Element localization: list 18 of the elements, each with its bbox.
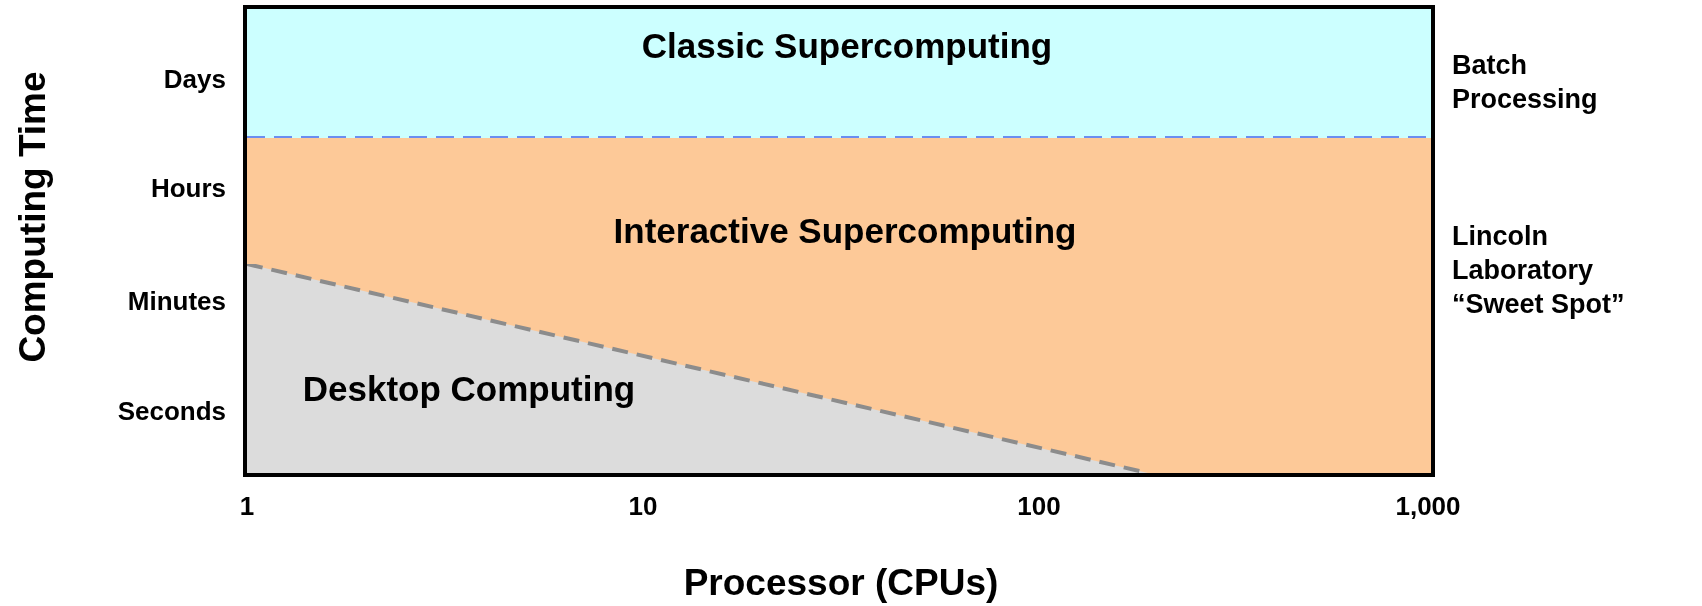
- side-note: Batch Processing: [1452, 49, 1599, 116]
- interactive-region: [247, 138, 1431, 473]
- region-label: Interactive Supercomputing: [613, 211, 1077, 251]
- region-label: Classic Supercomputing: [641, 26, 1053, 66]
- axis-title: Computing Time: [10, 71, 54, 363]
- side-note: Lincoln Laboratory “Sweet Spot”: [1452, 220, 1626, 321]
- axis-tick-label: Seconds: [117, 394, 226, 428]
- axis-tick-label: Days: [163, 62, 226, 96]
- axis-tick-label: Minutes: [127, 284, 226, 318]
- axis-tick-label: 10: [628, 489, 658, 523]
- axis-tick-label: Hours: [150, 171, 226, 205]
- axis-tick-label: 1,000: [1395, 489, 1461, 523]
- classic-region: [247, 9, 1431, 138]
- region-label: Desktop Computing: [302, 369, 636, 409]
- desktop-region: [247, 264, 1148, 473]
- axis-tick-label: 1: [239, 489, 255, 523]
- axis-title: Processor (CPUs): [683, 560, 999, 605]
- axis-tick-label: 100: [1017, 489, 1061, 523]
